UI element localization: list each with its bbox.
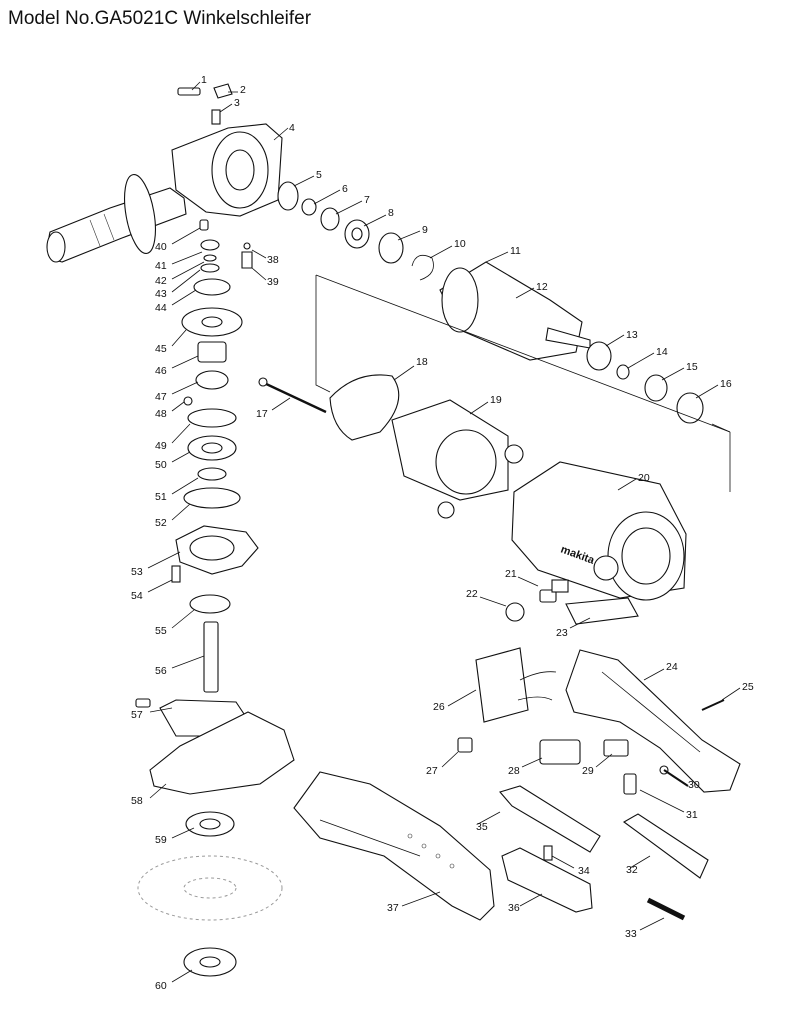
- callout-11: 11: [510, 245, 521, 257]
- callout-56: 56: [155, 665, 167, 677]
- callout-55: 55: [155, 625, 167, 637]
- brush-parts: [505, 579, 639, 625]
- callout-31: 31: [686, 809, 698, 821]
- callout-23: 23: [556, 627, 568, 639]
- callout-40: 40: [155, 241, 167, 253]
- callout-49: 49: [155, 440, 167, 452]
- callout-16: 16: [720, 378, 732, 390]
- callout-12: 12: [536, 281, 548, 293]
- front-handle: [293, 771, 495, 921]
- callout-13: 13: [626, 329, 638, 341]
- callout-51: 51: [155, 491, 167, 503]
- callout-7: 7: [364, 194, 370, 206]
- gear-housing: [171, 83, 283, 217]
- callout-59: 59: [155, 834, 167, 846]
- callout-26: 26: [433, 701, 445, 713]
- callout-37: 37: [387, 902, 399, 914]
- callout-44: 44: [155, 302, 167, 314]
- callout-3: 3: [234, 97, 240, 109]
- callout-22: 22: [466, 588, 478, 600]
- callout-52: 52: [155, 517, 167, 529]
- motor-housing: makita: [511, 461, 687, 601]
- diagram-title: Model No.GA5021C Winkelschleifer: [8, 8, 312, 29]
- callout-36: 36: [508, 902, 520, 914]
- callout-10: 10: [454, 238, 466, 250]
- callout-8: 8: [388, 207, 394, 219]
- callout-45: 45: [155, 343, 167, 355]
- callout-48: 48: [155, 408, 167, 420]
- callout-20: 20: [638, 472, 650, 484]
- assembly-bracket: [315, 274, 731, 492]
- callout-53: 53: [131, 566, 143, 578]
- callout-24: 24: [666, 661, 678, 673]
- callout-1: 1: [201, 74, 207, 86]
- callout-5: 5: [316, 169, 322, 181]
- callout-60: 60: [155, 980, 167, 992]
- callout-30: 30: [688, 779, 700, 791]
- callout-54: 54: [131, 590, 143, 602]
- callout-29: 29: [582, 765, 594, 777]
- callout-4: 4: [289, 122, 295, 134]
- side-handle: [46, 173, 187, 263]
- callout-19: 19: [490, 394, 502, 406]
- callout-32: 32: [626, 864, 638, 876]
- callout-58: 58: [131, 795, 143, 807]
- callout-39: 39: [267, 276, 279, 288]
- callout-47: 47: [155, 391, 167, 403]
- rear-handle-cover: [565, 649, 741, 793]
- callout-25: 25: [742, 681, 754, 693]
- callout-28: 28: [508, 765, 520, 777]
- callout-9: 9: [422, 224, 428, 236]
- wheel-guard: [135, 698, 295, 795]
- callout-2: 2: [240, 84, 246, 96]
- callout-46: 46: [155, 365, 167, 377]
- flange-and-disk: [137, 811, 283, 977]
- callout-6: 6: [342, 183, 348, 195]
- callout-42: 42: [155, 275, 167, 287]
- callout-15: 15: [686, 361, 698, 373]
- callout-21: 21: [505, 568, 517, 580]
- spindle-stack: [171, 219, 259, 693]
- callout-17: 17: [256, 408, 268, 420]
- field-and-baffle: [258, 374, 524, 519]
- callout-43: 43: [155, 288, 167, 300]
- callout-57: 57: [131, 709, 143, 721]
- callout-33: 33: [625, 928, 637, 940]
- callout-38: 38: [267, 254, 279, 266]
- callout-35: 35: [476, 821, 488, 833]
- callout-labels: 1 2 3 4 5 6 7 8 9 10 11 12 13 14 15 16 1…: [131, 74, 754, 992]
- callout-34: 34: [578, 865, 590, 877]
- callout-14: 14: [656, 346, 668, 358]
- callout-18: 18: [416, 356, 428, 368]
- callout-41: 41: [155, 260, 167, 272]
- switch-parts: [457, 647, 709, 921]
- callout-50: 50: [155, 459, 167, 471]
- callout-27: 27: [426, 765, 438, 777]
